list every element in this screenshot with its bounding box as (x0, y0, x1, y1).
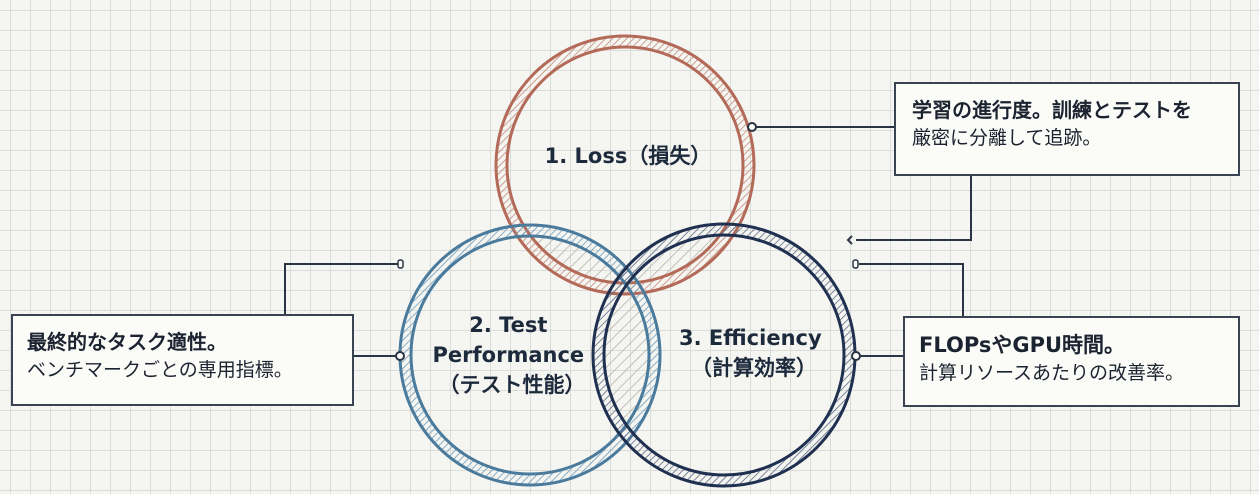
test-description-title: 最終的なタスク適性。 (27, 330, 227, 354)
connector-test (284, 263, 398, 357)
connector-dot-efficiency (851, 351, 861, 361)
test-description-text: ベンチマークごとの専用指標。 (27, 359, 293, 381)
test-performance-label: 2. Test Performance （テスト性能） (433, 313, 592, 397)
loss-description-title: 学習の進行度。訓練とテストを (912, 98, 1192, 122)
efficiency-description-box: FLOPsやGPU時間。 計算リソースあたりの改善率。 (903, 316, 1240, 407)
efficiency-description-title: FLOPsやGPU時間。 (919, 333, 1126, 357)
efficiency-circle (578, 210, 870, 494)
connector-dot-test (395, 351, 405, 361)
loss-label: 1. Loss（損失） (545, 144, 712, 168)
loss-description-box: 学習の進行度。訓練とテストを 厳密に分離して追跡。 (894, 82, 1240, 176)
efficiency-label: 3. Efficiency （計算効率） (679, 326, 829, 380)
test-description-box: 最終的なタスク適性。 ベンチマークごとの専用指標。 (11, 314, 354, 406)
connector-end-test (397, 259, 404, 269)
loss-description-text: 厳密に分離して追跡。 (912, 127, 1102, 149)
efficiency-description-text: 計算リソースあたりの改善率。 (919, 362, 1185, 385)
connector-dot-loss (747, 122, 757, 132)
connector-end-efficiency (852, 259, 859, 269)
connector-efficiency (859, 263, 964, 357)
connector-loss (754, 126, 972, 245)
